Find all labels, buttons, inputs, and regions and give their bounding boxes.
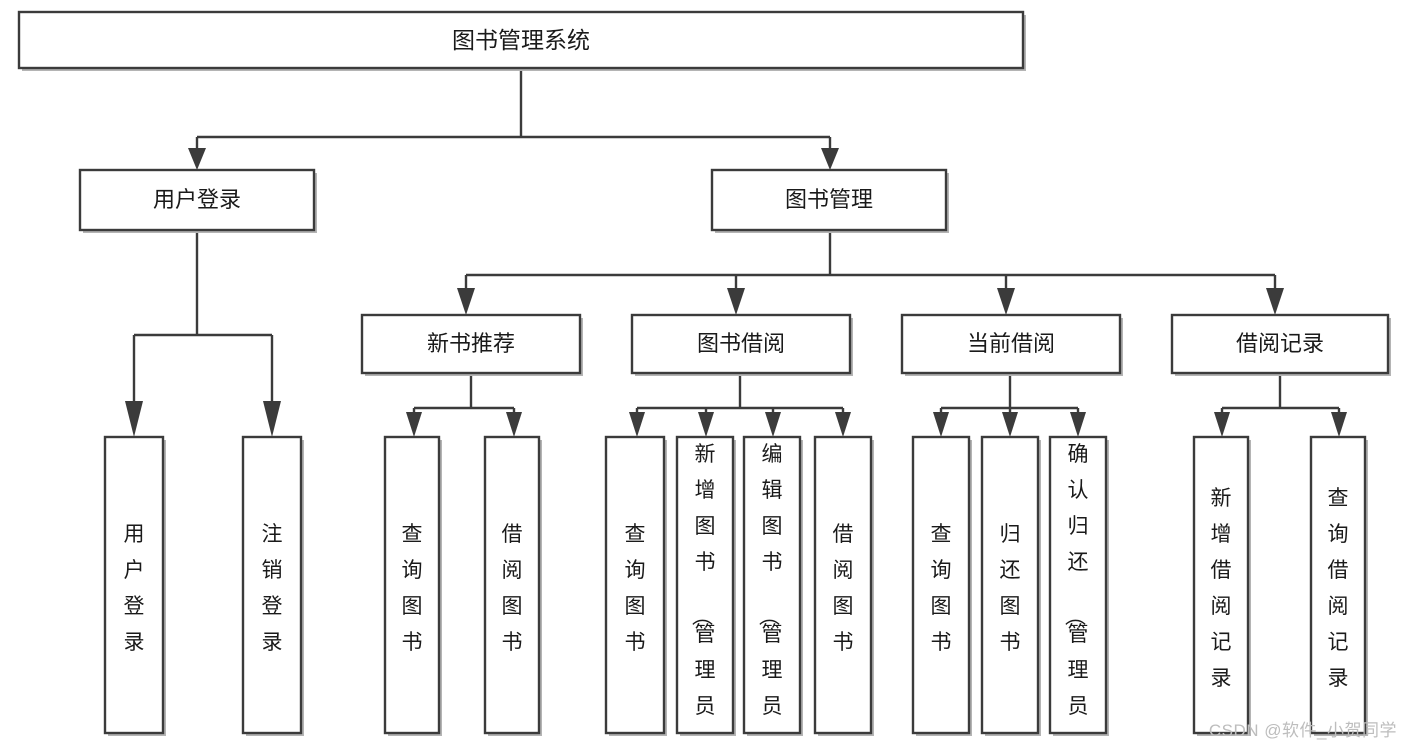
node-leaf-logout-box [241,435,303,735]
node-user-login-box [78,168,316,232]
arrow-head-leaf-query-book-3 [933,412,949,437]
node-leaf-query-book-2[interactable]: 查询图书 [604,435,667,736]
node-borrow-record-label: 借阅记录 [1236,331,1324,356]
arrow-head-leaf-query-record [1331,412,1347,437]
node-leaf-query-book-1-label: 查询图书 [402,523,423,654]
node-leaf-query-book-1-box [383,435,441,735]
node-user-login-label: 用户登录 [153,187,241,212]
node-leaf-confirm-return[interactable]: 确认归还（管理员） [1048,435,1109,747]
node-leaf-query-book-3-box [911,435,971,735]
node-leaf-borrow-book-1[interactable]: 借阅图书 [483,435,542,736]
node-leaf-query-book-3[interactable]: 查询图书 [911,435,972,736]
arrow-head-current-borrow [997,288,1015,315]
node-leaf-edit-book[interactable]: 编辑图书（管理员） [742,435,803,747]
node-leaf-borrow-book-1-box [483,435,541,735]
arrow-head-leaf-add-book [698,412,714,437]
arrow-head-leaf-query-book-1 [406,412,422,437]
node-book-borrow-label: 图书借阅 [697,331,785,356]
connector-layer [125,68,1347,437]
node-leaf-add-record-label: 新增借阅记录 [1211,487,1232,690]
node-user-login[interactable]: 用户登录 [78,168,317,233]
node-leaf-edit-book-label: 编辑图书（管理员） [757,443,783,747]
arrow-head-leaf-add-record [1214,412,1230,437]
node-leaf-query-book-1[interactable]: 查询图书 [383,435,442,736]
node-leaf-borrow-book-2-box [813,435,873,735]
node-leaf-borrow-book-2-label: 借阅图书 [833,523,854,654]
node-leaf-return-book[interactable]: 归还图书 [980,435,1041,736]
node-borrow-record-box [1170,313,1390,375]
node-root[interactable]: 图书管理系统 [17,10,1026,71]
node-book-manage[interactable]: 图书管理 [710,168,949,233]
node-root-box [17,10,1025,70]
arrow-head-book-borrow [727,288,745,315]
arrow-head-book-manage [821,148,839,170]
node-book-borrow-box [630,313,852,375]
node-leaf-add-record-box [1192,435,1250,735]
node-current-borrow[interactable]: 当前借阅 [900,313,1123,376]
arrow-head-leaf-query-book-2 [629,412,645,437]
node-new-book-rec-label: 新书推荐 [427,331,515,356]
node-leaf-query-book-2-box [604,435,666,735]
node-leaf-logout-label: 注销登录 [262,523,283,654]
node-leaf-user-login[interactable]: 用户登录 [103,435,166,736]
node-new-book-rec-box [360,313,582,375]
node-leaf-query-book-3-label: 查询图书 [931,523,952,654]
node-leaf-add-book-label: 新增图书（管理员） [690,443,716,747]
node-current-borrow-label: 当前借阅 [967,331,1055,356]
node-leaf-confirm-return-label: 确认归还（管理员） [1063,443,1089,747]
node-leaf-add-book-box [675,435,735,735]
node-leaf-add-record[interactable]: 新增借阅记录 [1192,435,1251,736]
node-leaf-query-record[interactable]: 查询借阅记录 [1309,435,1368,736]
arrow-head-leaf-logout [263,401,281,437]
node-new-book-rec[interactable]: 新书推荐 [360,313,583,376]
arrow-head-leaf-user-login [125,401,143,437]
node-leaf-return-book-box [980,435,1040,735]
node-leaf-logout[interactable]: 注销登录 [241,435,304,736]
node-current-borrow-box [900,313,1122,375]
node-leaf-borrow-book-1-label: 借阅图书 [502,523,523,654]
node-book-borrow[interactable]: 图书借阅 [630,313,853,376]
node-leaf-user-login-label: 用户登录 [124,523,145,654]
node-leaf-confirm-return-box [1048,435,1108,735]
arrow-head-leaf-return-book [1002,412,1018,437]
node-borrow-record[interactable]: 借阅记录 [1170,313,1391,376]
arrow-head-leaf-edit-book [765,412,781,437]
node-leaf-edit-book-box [742,435,802,735]
arrow-head-user-login [188,148,206,170]
arrow-head-new-book-rec [457,288,475,315]
node-leaf-query-record-box [1309,435,1367,735]
node-leaf-query-book-2-label: 查询图书 [625,523,646,654]
node-book-manage-box [710,168,948,232]
node-leaf-user-login-box [103,435,165,735]
node-leaf-add-book[interactable]: 新增图书（管理员） [675,435,736,747]
arrow-head-leaf-borrow-book-1 [506,412,522,437]
node-leaf-query-record-label: 查询借阅记录 [1328,487,1349,690]
arrow-head-leaf-confirm-return [1070,412,1086,437]
node-book-manage-label: 图书管理 [785,187,873,212]
arrow-head-borrow-record [1266,288,1284,315]
arrow-head-leaf-borrow-book-2 [835,412,851,437]
node-root-label: 图书管理系统 [452,27,590,53]
node-leaf-borrow-book-2[interactable]: 借阅图书 [813,435,874,736]
node-leaf-return-book-label: 归还图书 [1000,523,1021,654]
